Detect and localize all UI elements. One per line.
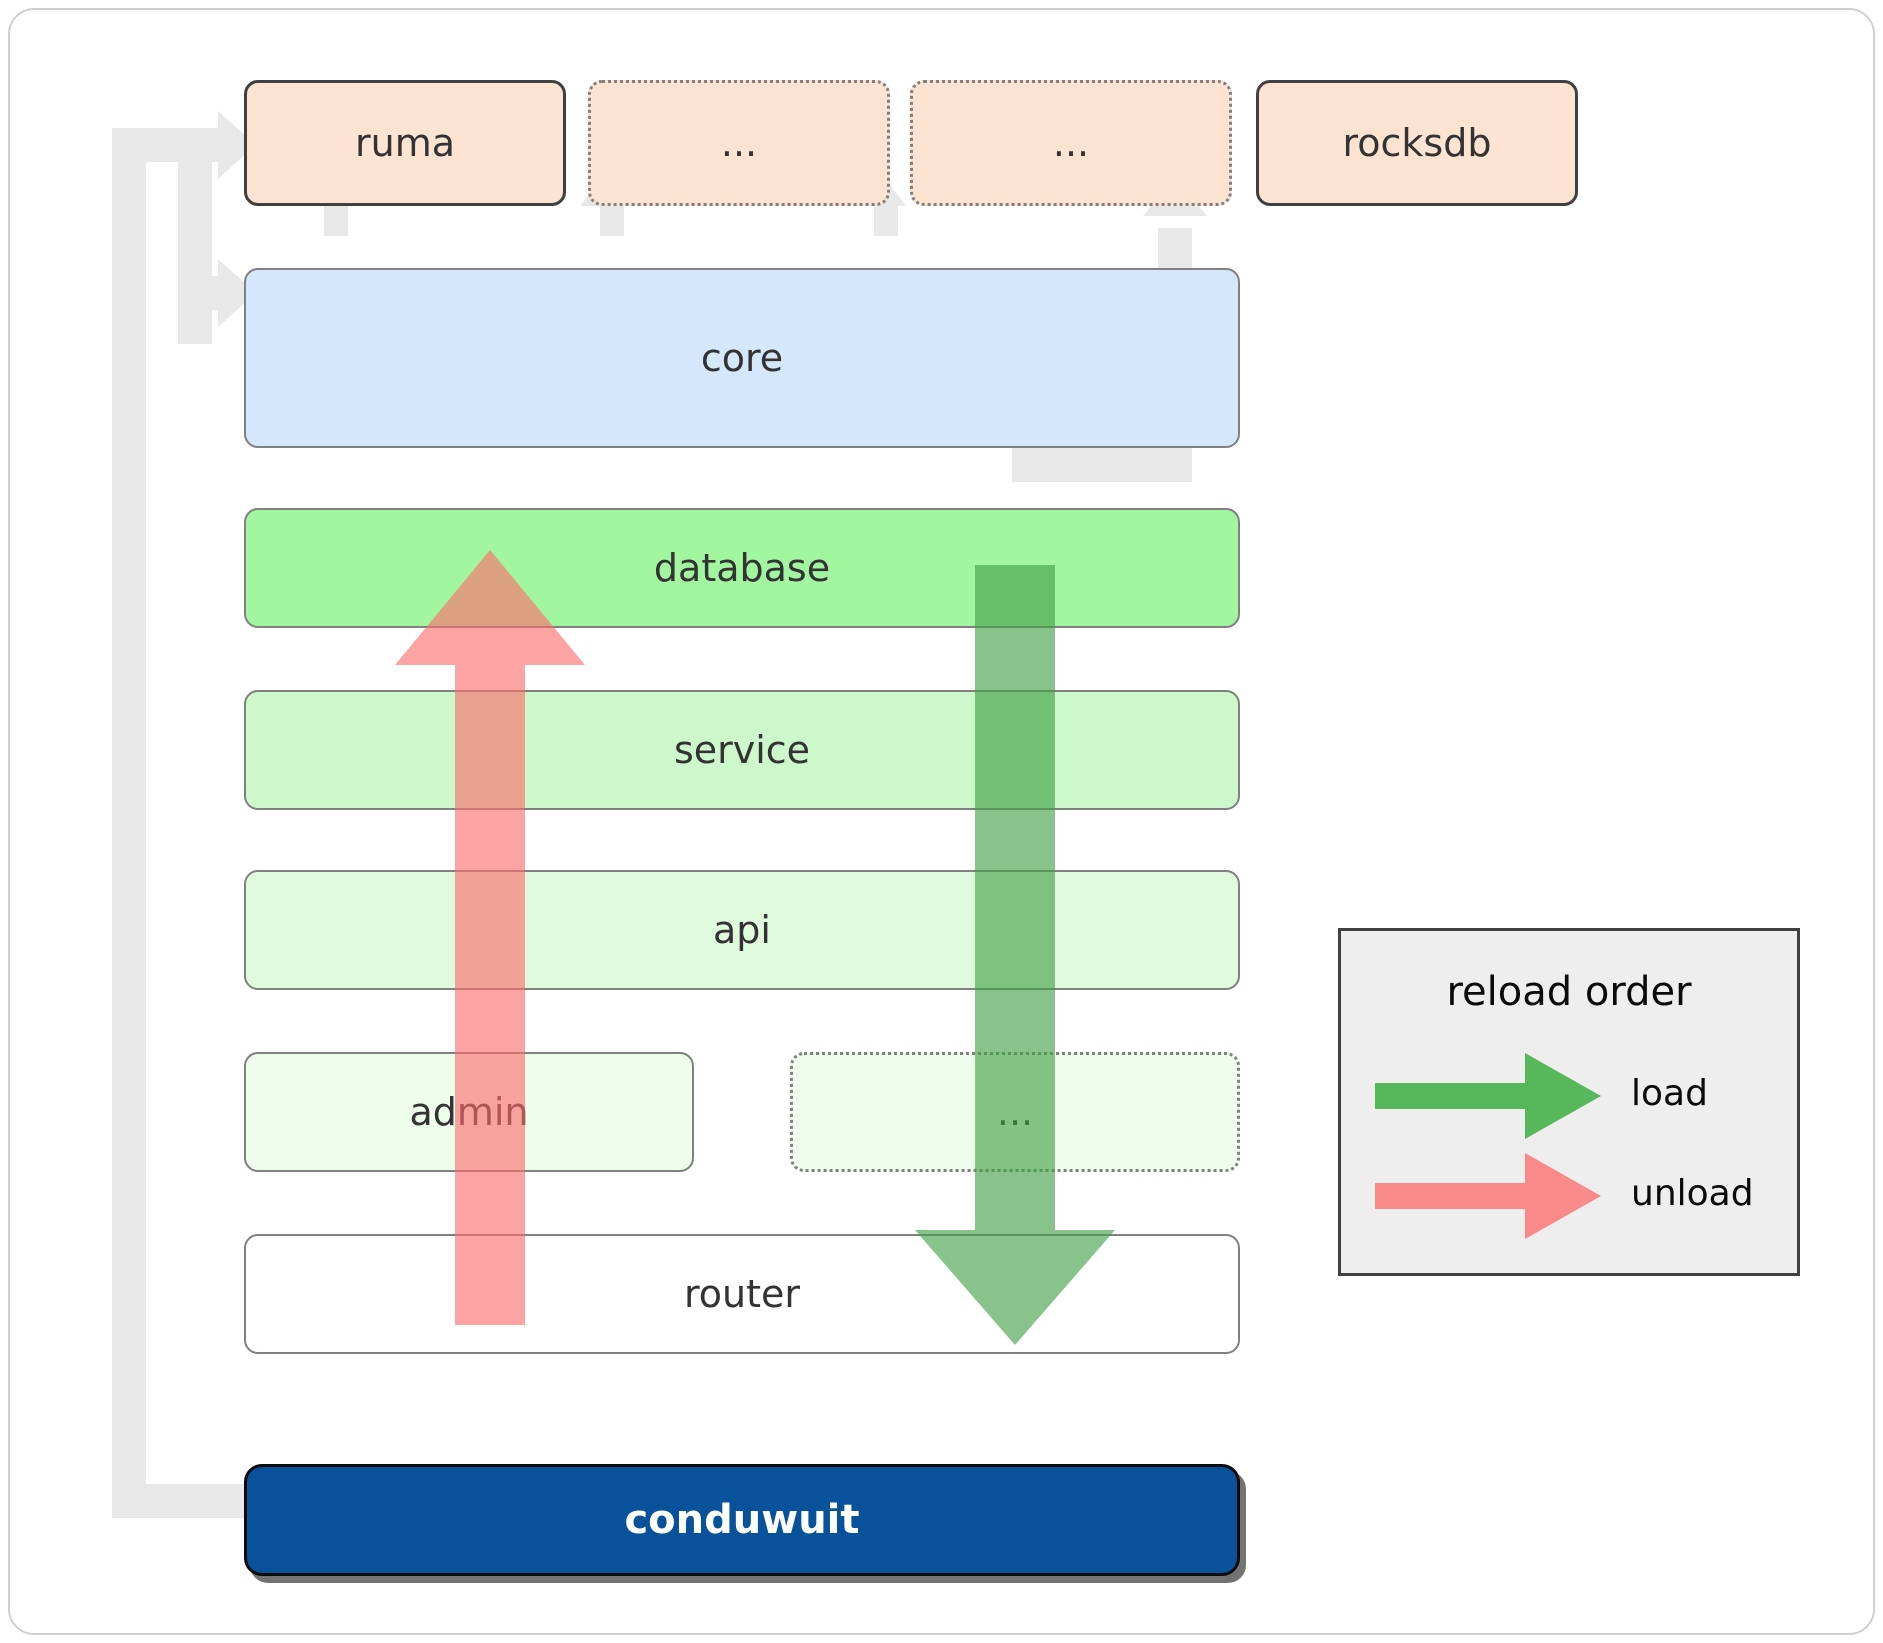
module-top-placeholder-2[interactable]: ...	[910, 80, 1232, 206]
module-admin-label: admin	[409, 1090, 529, 1134]
module-conduwuit[interactable]: conduwuit	[244, 1464, 1240, 1576]
module-leaf-placeholder[interactable]: ...	[790, 1052, 1240, 1172]
module-rocksdb-label: rocksdb	[1342, 121, 1492, 165]
module-database-label: database	[653, 546, 831, 590]
legend-unload-label: unload	[1631, 1173, 1754, 1214]
module-service[interactable]: service	[244, 690, 1240, 810]
module-core-label: core	[700, 336, 784, 380]
legend-panel: reload order load unload	[1338, 928, 1800, 1276]
module-conduwuit-label: conduwuit	[624, 1497, 860, 1543]
legend-load-arrow-icon	[1375, 1053, 1601, 1139]
connector-branch-ruma	[112, 128, 232, 162]
connector-branch-core-vertical	[178, 162, 212, 344]
module-api-label: api	[713, 908, 771, 952]
connector-trunk-vertical	[112, 128, 146, 1518]
module-database[interactable]: database	[244, 508, 1240, 628]
module-admin[interactable]: admin	[244, 1052, 694, 1172]
module-core[interactable]: core	[244, 268, 1240, 448]
legend-title: reload order	[1446, 969, 1692, 1015]
module-top-placeholder-1[interactable]: ...	[588, 80, 890, 206]
module-leaf-placeholder-label: ...	[996, 1090, 1034, 1134]
module-ruma-label: ruma	[354, 121, 455, 165]
module-router-label: router	[683, 1272, 801, 1316]
legend-load-label: load	[1631, 1073, 1708, 1114]
module-ruma[interactable]: ruma	[244, 80, 566, 206]
legend-unload-arrow-icon	[1375, 1153, 1601, 1239]
module-top-placeholder-1-label: ...	[720, 121, 758, 165]
module-api[interactable]: api	[244, 870, 1240, 990]
module-top-placeholder-2-label: ...	[1052, 121, 1090, 165]
module-service-label: service	[673, 728, 811, 772]
module-router[interactable]: router	[244, 1234, 1240, 1354]
diagram-outer-panel	[8, 8, 1875, 1635]
module-rocksdb[interactable]: rocksdb	[1256, 80, 1578, 206]
connector-to-conduwuit	[112, 1484, 252, 1518]
